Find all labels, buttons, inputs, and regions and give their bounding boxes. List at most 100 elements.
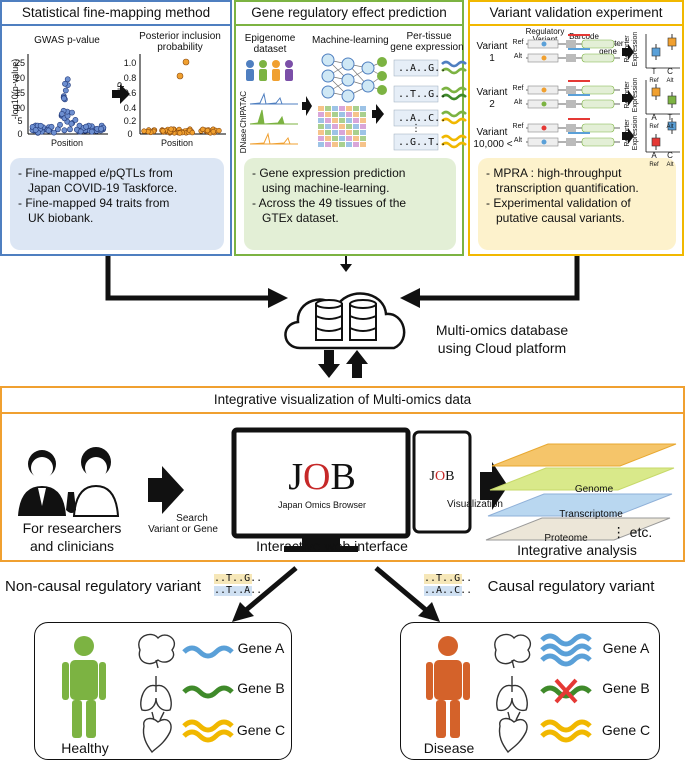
pip-tick: 0.8 [123, 73, 137, 83]
seq-cell [318, 124, 324, 129]
gwas-tick: 5 [17, 116, 23, 126]
barcode [568, 80, 590, 82]
lung-icon [140, 676, 172, 712]
healthy-gene-c: Gene C [236, 722, 286, 738]
seq-cell [346, 112, 352, 117]
variant-allele [541, 101, 547, 107]
expression-wave [441, 93, 467, 101]
layer-proteome: Proteome [544, 533, 588, 544]
expression-wave [441, 134, 467, 142]
pip-point [176, 72, 184, 80]
seq-cell [325, 142, 331, 147]
gwas-point [61, 95, 67, 102]
variant-label: 2 [489, 99, 495, 110]
seq-output: ..T..G.. [398, 89, 447, 100]
seq-cell [318, 136, 324, 141]
seq-cell [339, 118, 345, 123]
seq-cell [360, 106, 366, 111]
expression-wave [441, 67, 467, 75]
seq-cell [332, 112, 338, 117]
variant-allele [541, 41, 547, 47]
seq-cell [332, 118, 338, 123]
box-alt [667, 95, 677, 105]
panel-title-fine-mapping: Statistical fine-mapping method [2, 2, 230, 26]
panel-title-validation: Variant validation experiment [470, 2, 682, 26]
ref-label: Ref [512, 85, 524, 92]
lung-icon [496, 676, 528, 712]
pip-point [160, 128, 166, 134]
etc-label: ⋮ etc. [611, 524, 653, 540]
healthy-label: Healthy [61, 740, 109, 756]
healthy-illustration [62, 633, 234, 754]
variant-label: Variant [476, 87, 508, 98]
pip-point [210, 128, 217, 135]
expression-wave [441, 60, 467, 68]
brain-icon [138, 633, 176, 669]
visualization-label: Visualization [447, 499, 503, 510]
seq-cell [325, 112, 331, 117]
note-line: using machine-learning. [262, 181, 390, 195]
disease-gene-a: Gene A [602, 640, 650, 656]
seq-cell [346, 142, 352, 147]
panel-title-viz: Integrative visualization of Multi-omics… [2, 388, 683, 414]
seq-cell [339, 136, 345, 141]
barcode-label: Barcode [569, 32, 599, 41]
promoter [566, 86, 576, 94]
seq-cell [360, 136, 366, 141]
note-line: - Gene expression prediction [252, 166, 406, 180]
box-ref [651, 137, 661, 147]
pip-tick: 1.0 [123, 58, 137, 68]
disease-illustration [426, 633, 592, 754]
seq-cell [339, 124, 345, 129]
panel-integrative-viz: Integrative visualization of Multi-omics… [0, 386, 685, 562]
note-line: Japan COVID-19 Taskforce. [28, 181, 178, 195]
seq-cell [318, 112, 324, 117]
reporter-gene [581, 137, 615, 147]
reporter-gene [581, 39, 615, 49]
seq-cell [346, 118, 352, 123]
gwas-point [72, 117, 79, 123]
seq-output: ..A..C.. [398, 113, 447, 124]
box-ref-label: Ref [649, 124, 659, 130]
cloud-label-1: Multi-omics database [435, 322, 569, 338]
track-label-dnase: DNase [239, 128, 248, 154]
per-tissue-label-2: gene expression [390, 42, 464, 53]
panel-regulatory-prediction: Gene regulatory effect prediction Epigen… [234, 0, 467, 256]
causal-label: Causal regulatory variant [487, 578, 655, 595]
seq-cell [332, 142, 338, 147]
healthy-gene-a: Gene A [237, 640, 285, 656]
expression-wave [441, 141, 467, 149]
seq-cell [346, 136, 352, 141]
clinician-icon [66, 447, 120, 517]
barcode [568, 132, 590, 134]
disease-label: Disease [423, 740, 475, 756]
pip-point [177, 130, 183, 136]
cloud-label-2: using Cloud platform [437, 340, 567, 356]
healthy-person-icon [62, 636, 106, 738]
regvar-label-2: Variant [532, 35, 558, 44]
panel-fine-mapping: Statistical fine-mapping method GWAS p-v… [0, 0, 232, 256]
panel-title-regulatory: Gene regulatory effect prediction [236, 2, 462, 26]
gwas-point [64, 76, 71, 83]
seq-output: ..G..T.. [398, 137, 447, 148]
arrow [622, 90, 634, 106]
box-ref-label: Ref [649, 162, 659, 168]
layer-genome: Genome [574, 484, 614, 495]
gwas-point [98, 126, 104, 132]
phone-logo: JOB [429, 469, 455, 484]
reporter-gene-label-2: gene [599, 47, 617, 56]
seq-causal: ..T..G.. [424, 573, 473, 584]
seq-cell [353, 112, 359, 117]
promoter [566, 54, 576, 62]
database-icon [315, 299, 377, 341]
noncausal-label: Non-causal regulatory variant [5, 578, 201, 595]
seq-cell [360, 130, 366, 135]
barcode [568, 48, 590, 50]
pip-title-2: probability [157, 42, 203, 53]
barcode [568, 118, 590, 120]
brain-icon [494, 633, 532, 669]
box-ref-label: Ref [649, 78, 659, 84]
mpra-illustration [526, 34, 680, 153]
ref-label: Ref [512, 123, 524, 130]
ref-label: Ref [512, 39, 524, 46]
